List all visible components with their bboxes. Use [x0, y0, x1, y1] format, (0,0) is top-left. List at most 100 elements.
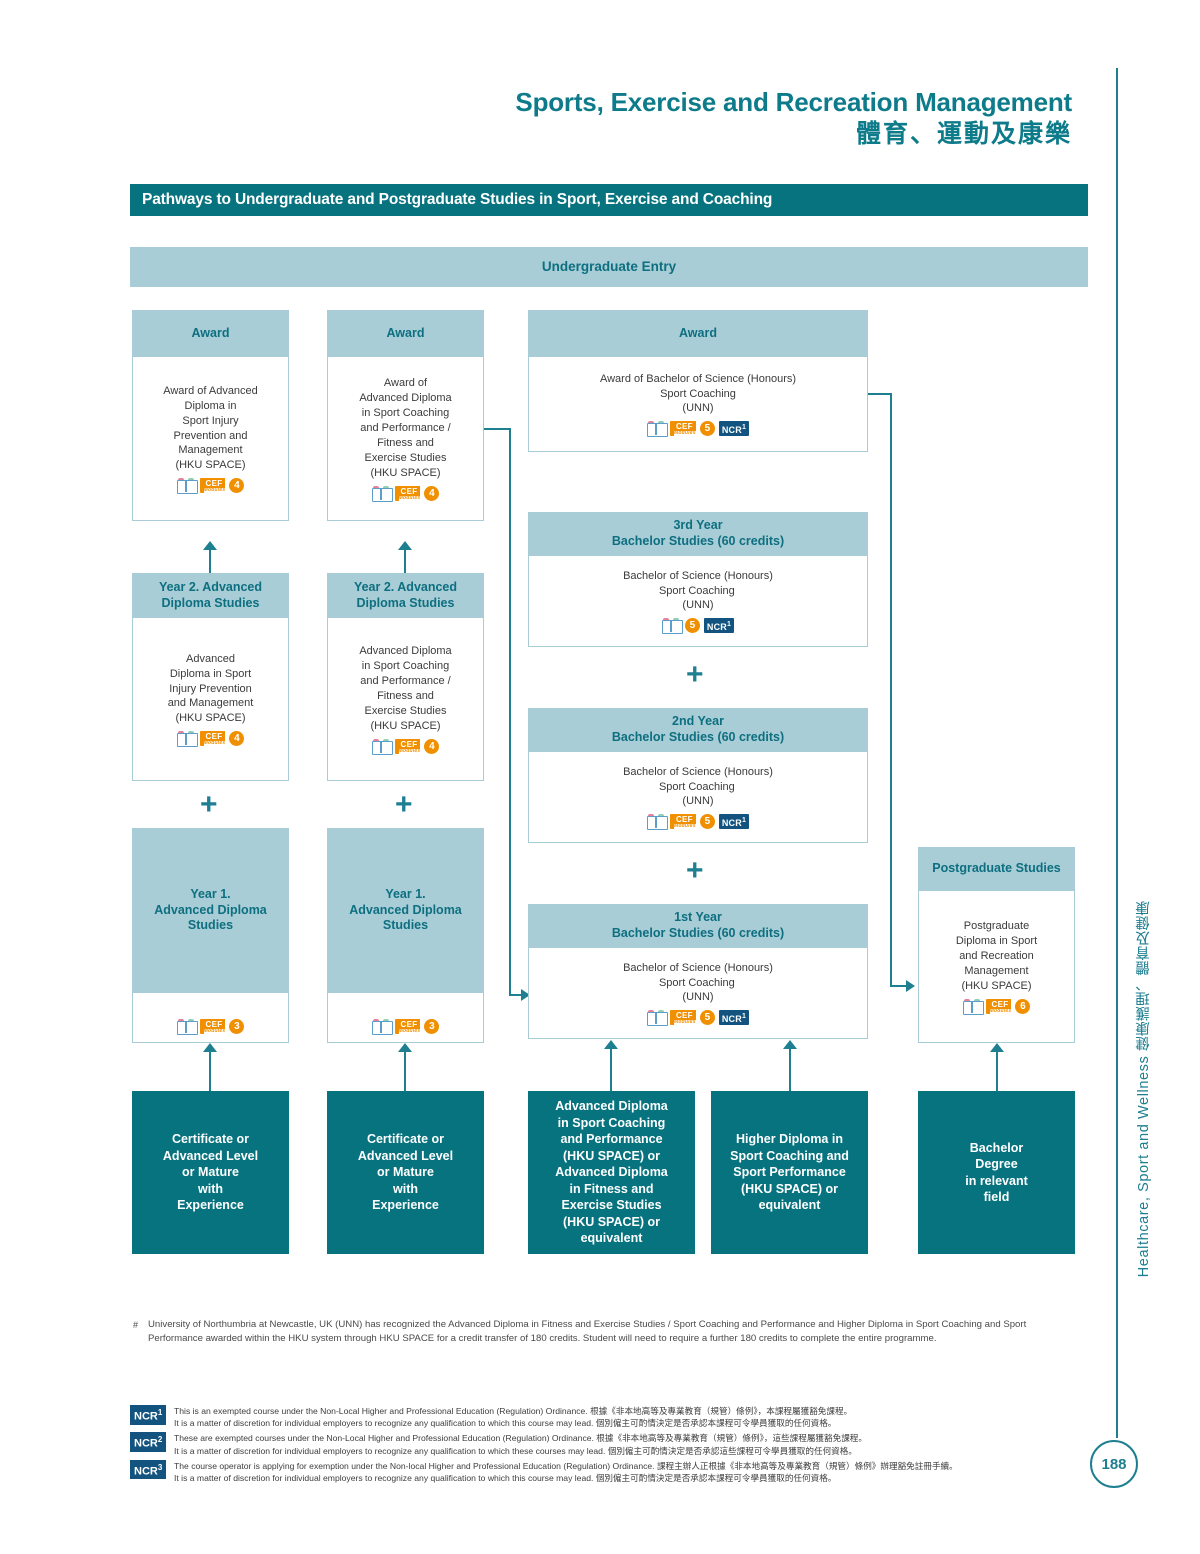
cef-icon: CEF Modules: [199, 731, 226, 747]
page-title-zh: 體育、運動及康樂: [855, 119, 1072, 148]
qf-level-badge: 3: [424, 1019, 440, 1034]
col2-year1-badges: CEF Modules 3: [371, 1019, 440, 1035]
ncr-label: NCR: [721, 817, 742, 828]
col1-award-header-label: Award: [191, 325, 230, 340]
arrow-col1-year2-to-award: [203, 541, 217, 550]
arrow-col2-year2-to-award: [398, 541, 412, 550]
col3-award-header: Award: [528, 310, 868, 357]
col1-year2-header: Year 2. Advanced Diploma Studies: [132, 573, 289, 618]
cef-icon: CEF Modules: [394, 1019, 421, 1034]
qf-level-badge: 5: [699, 421, 715, 437]
col3-y3-header-label: 3rd Year Bachelor Studies (60 credits): [611, 518, 785, 548]
qf-level-badge: 6: [1015, 998, 1031, 1014]
line-col3-award-down: [890, 393, 892, 986]
col2-year2-header: Year 2. Advanced Diploma Studies: [327, 573, 484, 618]
col3-award-body: Award of Bachelor of Science (Honours) S…: [528, 357, 868, 452]
page-title-en: Sports, Exercise and Recreation Manageme…: [515, 87, 1072, 117]
qf-book-icon: [176, 1019, 198, 1035]
qf-level-badge: 5: [699, 814, 715, 830]
col2-year2-text: Advanced Diploma in Sport Coaching and P…: [359, 645, 452, 732]
cef-icon: CEF Modules: [394, 485, 421, 501]
ncr-notes-list: NCR1 This is an exempted course under th…: [130, 1405, 1000, 1487]
col3-y2-header-label: 2nd Year Bachelor Studies (60 credits): [611, 714, 785, 744]
col1-year2-header-label: Year 2. Advanced Diploma Studies: [158, 579, 263, 610]
col2-year1-header-label: Year 1. Advanced Diploma Studies: [349, 887, 462, 933]
col3-y1-text: Bachelor of Science (Honours) Sport Coac…: [623, 961, 773, 1004]
col3-entry-box-a: Advanced Diploma in Sport Coaching and P…: [528, 1091, 695, 1254]
col2-entry-box: Certificate or Advanced Level or Mature …: [327, 1091, 484, 1254]
qf-level-badge: 4: [229, 731, 245, 747]
ncr-sup: 1: [157, 1408, 163, 1417]
col1-award-body: Award of Advanced Diploma in Sport Injur…: [132, 357, 289, 521]
line-col2-award-down: [509, 428, 511, 995]
arrow-col3-award-to-pg: [906, 980, 915, 992]
arrow-col3-entrya-to-y1: [604, 1040, 618, 1049]
cef-sub-label: Modules: [989, 1007, 1012, 1014]
qf-level-badge: 4: [229, 478, 245, 494]
col4-pg-body: Postgraduate Diploma in Sport and Recrea…: [918, 891, 1075, 1043]
cef-label: CEF: [203, 731, 226, 742]
line-col2-year2-to-award: [404, 549, 406, 573]
col1-entry-text: Certificate or Advanced Level or Mature …: [162, 1132, 259, 1213]
arrow-col2-award-to-y1: [521, 989, 530, 1001]
cef-sub-label: Modules: [673, 823, 696, 830]
cef-label: CEF: [398, 1019, 421, 1029]
ncr-label: NCR: [134, 1410, 158, 1423]
line-col4-entry-to-pg: [996, 1051, 998, 1091]
col3-y2-body: Bachelor of Science (Honours) Sport Coac…: [528, 752, 868, 843]
col3-y2-badges: CEF Modules 5 NCR1: [646, 814, 750, 831]
cef-label: CEF: [673, 421, 696, 432]
cef-icon: CEF Modules: [199, 1019, 226, 1034]
qf-book-icon: [176, 478, 198, 495]
col3-y3-text: Bachelor of Science (Honours) Sport Coac…: [623, 569, 773, 612]
ncr-badge-2: NCR2: [130, 1432, 167, 1453]
line-col2-award-into-y1: [509, 994, 523, 996]
col1-year2-text: Advanced Diploma in Sport Injury Prevent…: [167, 652, 254, 725]
col1-year1-header-label: Year 1. Advanced Diploma Studies: [154, 887, 267, 933]
arrow-col4-entry-to-pg: [990, 1043, 1004, 1052]
ncr-note-row: NCR2 These are exempted courses under th…: [130, 1432, 1000, 1456]
col1-year2-body: Advanced Diploma in Sport Injury Prevent…: [132, 618, 289, 781]
page-number-badge: 188: [1090, 1440, 1138, 1488]
ncr-note-1-line2: It is a matter of discretion for individ…: [174, 1418, 837, 1429]
col3-y1-badges: CEF Modules 5 NCR1: [646, 1010, 750, 1027]
col3-y2-text: Bachelor of Science (Honours) Sport Coac…: [623, 765, 773, 808]
page-header: Sports, Exercise and Recreation Manageme…: [0, 0, 1090, 150]
ncr-label: NCR: [706, 621, 727, 632]
ncr-note-row: NCR3 The course operator is applying for…: [130, 1459, 1000, 1484]
qf-book-icon: [371, 738, 393, 755]
qf-book-icon: [962, 998, 984, 1015]
ncr-badge-1: NCR1: [130, 1405, 167, 1425]
cef-sub-label: Modules: [673, 1019, 696, 1026]
ncr-badge: NCR1: [718, 1010, 750, 1026]
col1-award-badges: CEF Modules 4: [176, 478, 245, 495]
qf-book-icon: [646, 814, 668, 831]
col3-y3-badges: 5 NCR1: [661, 618, 735, 635]
col3-award-badges: CEF Modules 5 NCR1: [646, 421, 750, 438]
cef-label: CEF: [398, 738, 421, 749]
col3-entry-a-text: Advanced Diploma in Sport Coaching and P…: [555, 1099, 668, 1246]
undergraduate-entry-label: Undergraduate Entry: [541, 259, 677, 274]
col4-entry-text: Bachelor Degree in relevant field: [965, 1140, 1028, 1205]
qf-book-icon: [176, 731, 198, 748]
qf-level-badge: 4: [424, 738, 440, 754]
line-col1-entry-to-year1: [209, 1051, 211, 1091]
section-band-label: Pathways to Undergraduate and Postgradua…: [142, 191, 773, 208]
col3-y3-body: Bachelor of Science (Honours) Sport Coac…: [528, 556, 868, 647]
col4-pg-header-label: Postgraduate Studies: [932, 861, 1061, 876]
line-col2-award-right: [484, 428, 510, 430]
section-band: Pathways to Undergraduate and Postgradua…: [130, 184, 1088, 216]
cef-icon: CEF Modules: [394, 738, 421, 754]
ncr-badge: NCR1: [703, 618, 735, 634]
col4-entry-box: Bachelor Degree in relevant field: [918, 1091, 1075, 1254]
line-col3-entrya-to-y1: [610, 1048, 612, 1091]
col2-award-header: Award: [327, 310, 484, 357]
col4-pg-header: Postgraduate Studies: [918, 847, 1075, 891]
cef-icon: CEF Modules: [199, 478, 226, 494]
col2-year2-body: Advanced Diploma in Sport Coaching and P…: [327, 618, 484, 781]
plus-col2: +: [395, 788, 413, 821]
arrow-col2-entry-to-year1: [398, 1043, 412, 1052]
ncr-badge-3: NCR3: [130, 1459, 167, 1480]
cef-label: CEF: [673, 1010, 696, 1021]
ncr-sup: 2: [157, 1435, 163, 1445]
